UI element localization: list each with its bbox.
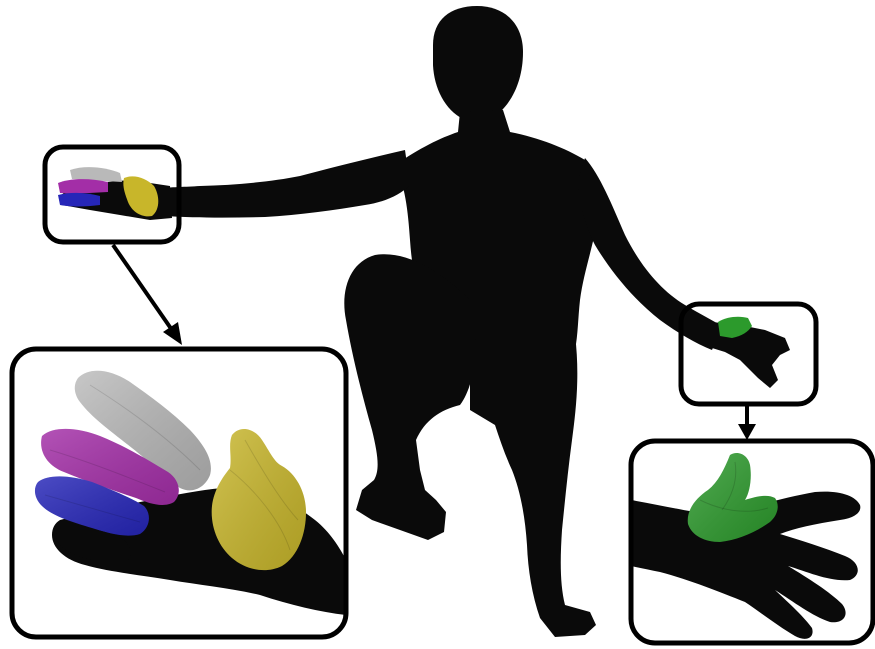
arrow-left <box>113 245 182 345</box>
silhouette-head <box>433 6 523 121</box>
zoom-panel-left <box>12 349 346 637</box>
silhouette-arm-right <box>578 158 722 350</box>
silhouette-leg-right <box>470 335 596 637</box>
ring-finger-small <box>58 193 100 207</box>
zoom-panel-right <box>631 441 873 643</box>
silhouette-arm-left <box>165 150 410 218</box>
middle-finger-small <box>58 179 108 193</box>
silhouette-leg-left <box>344 254 475 540</box>
arrow-right <box>738 405 756 440</box>
